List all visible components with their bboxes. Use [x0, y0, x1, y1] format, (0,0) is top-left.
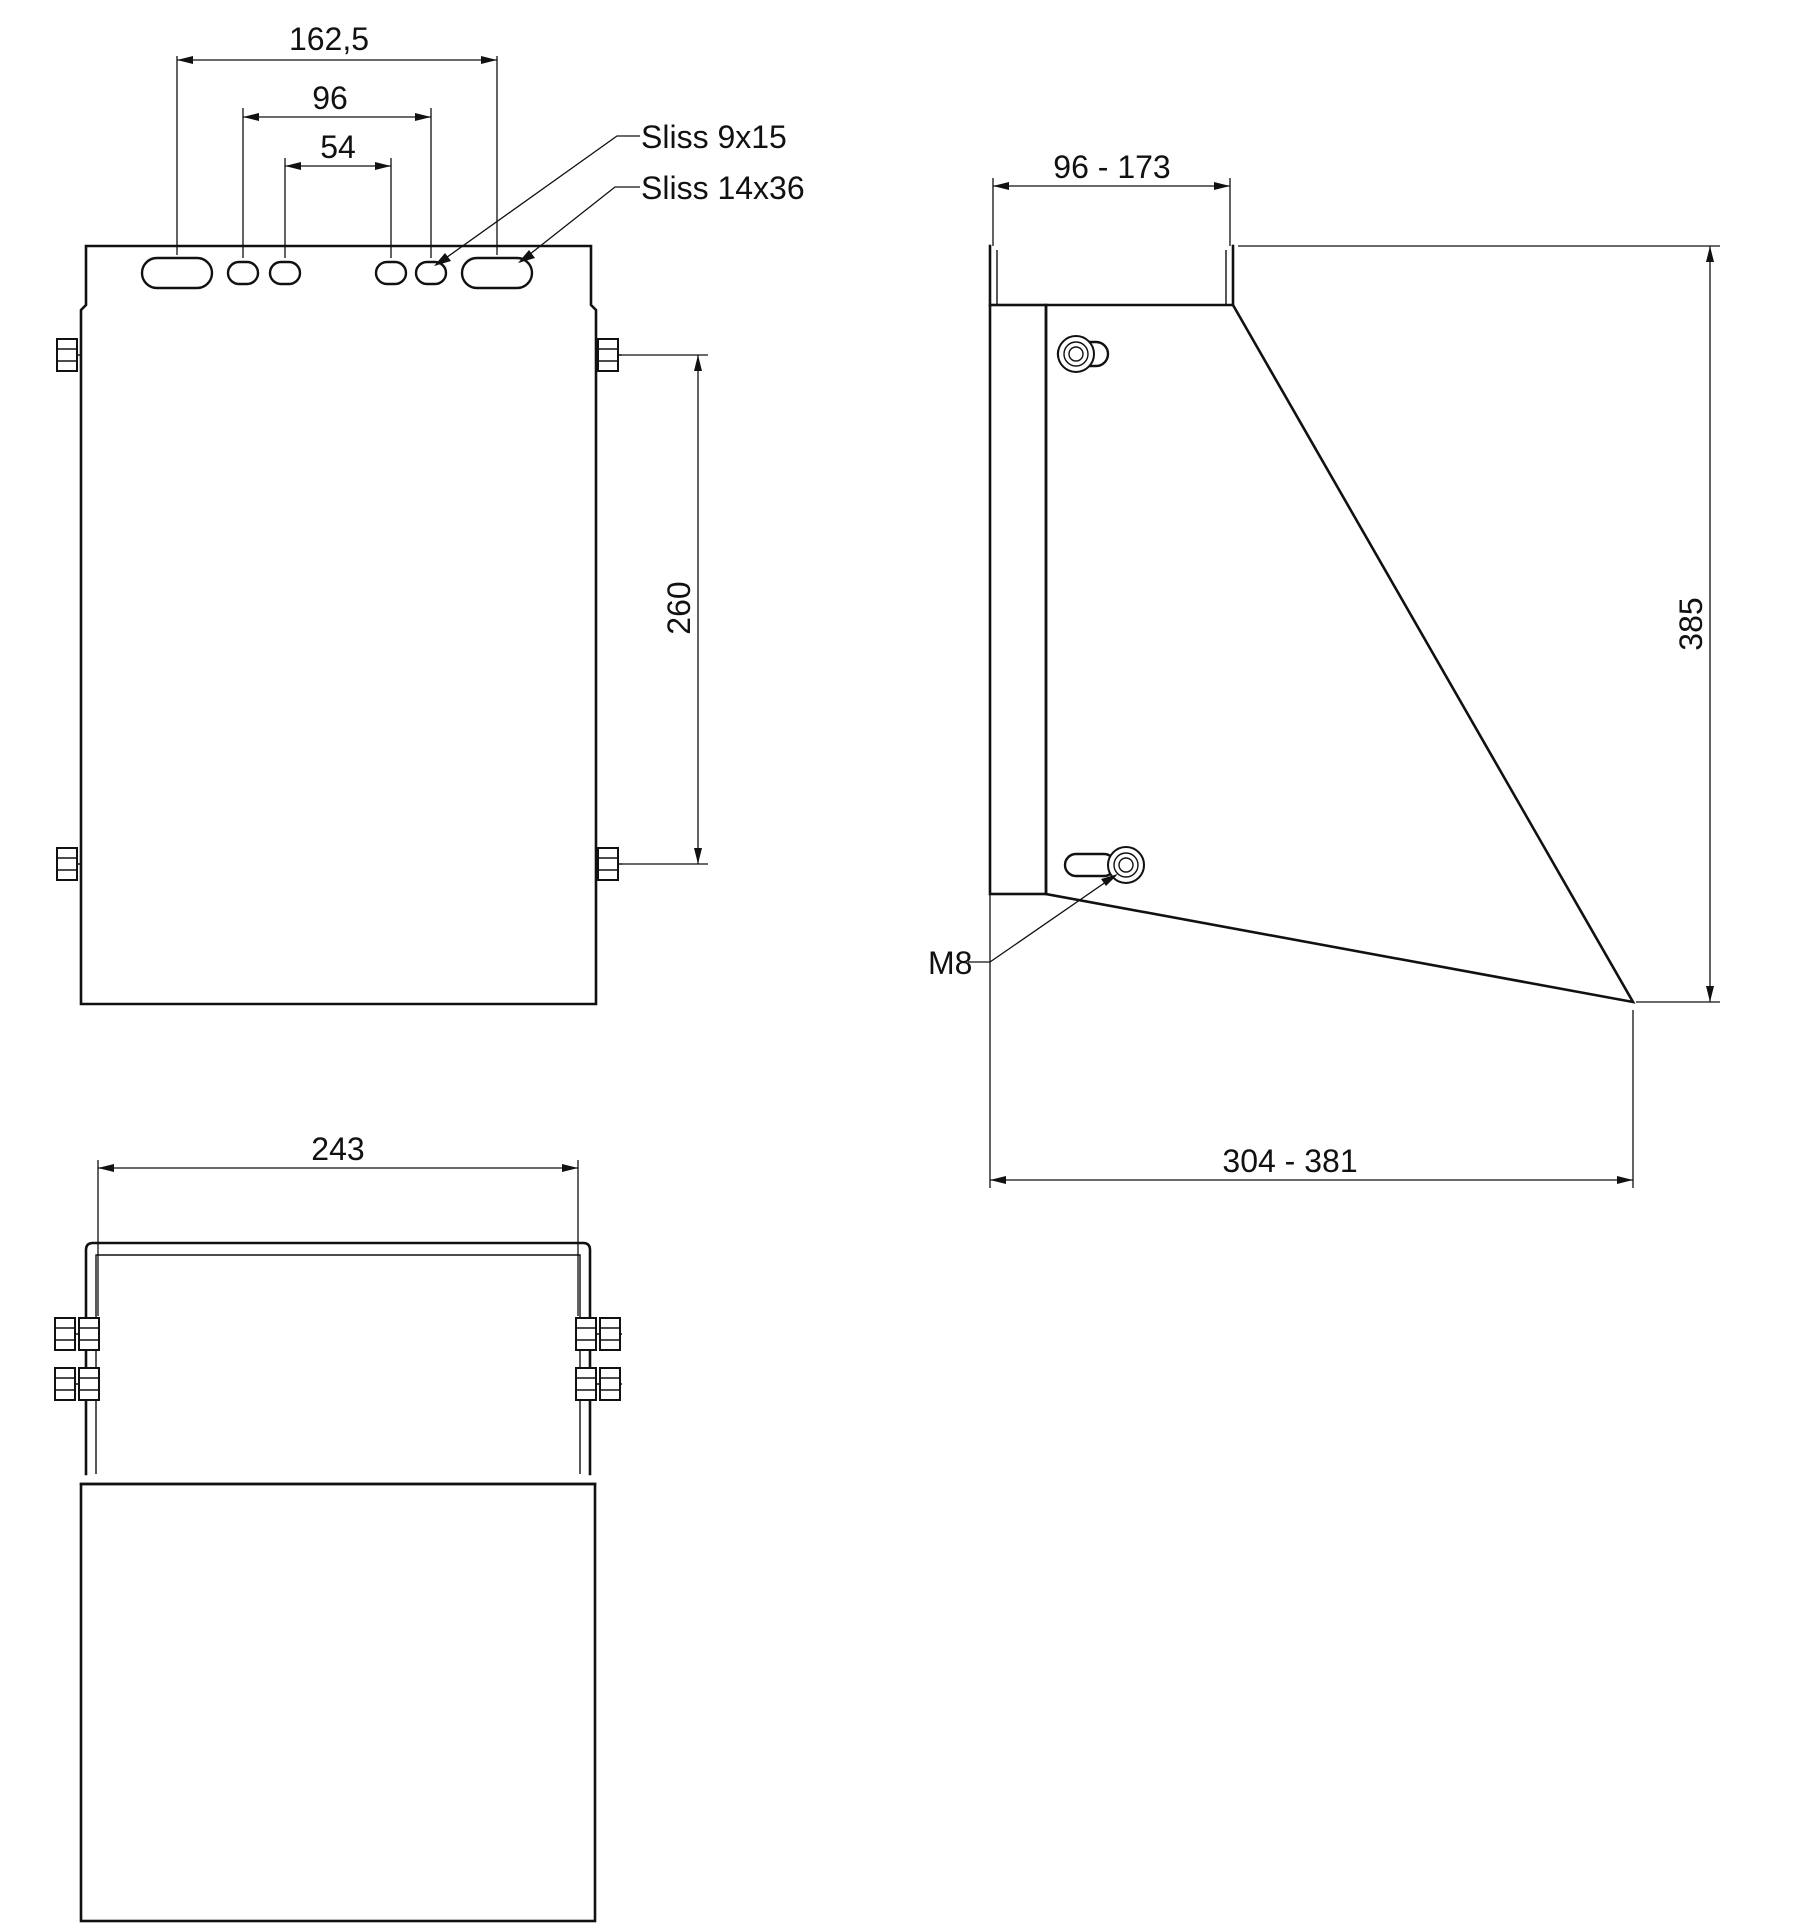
front-view: 162,5 96 54 Sliss 9x15: [56, 21, 805, 1006]
dim-label-96-173: 96 - 173: [1053, 149, 1170, 185]
dimension-304-381: 304 - 381: [989, 894, 1634, 1188]
mounting-plate: [988, 303, 1048, 896]
slot-large-left: [140, 256, 214, 290]
u-channel: [84, 1241, 592, 1476]
dim-label-54: 54: [320, 129, 356, 165]
bolt-icon: [1063, 846, 1145, 884]
bottom-view: 243: [54, 1131, 622, 1923]
slot-small-2: [268, 260, 302, 286]
bolt-icon: [54, 1367, 100, 1401]
slot-small-4: [414, 260, 448, 286]
dim-label-96: 96: [312, 80, 348, 116]
bolt-icon: [1056, 335, 1110, 373]
callout-m8: M8: [928, 874, 1118, 981]
bolt-icon: [54, 1317, 100, 1351]
callout-label-m8: M8: [928, 945, 972, 981]
lower-box: [79, 1482, 597, 1923]
slot-small-1: [226, 260, 260, 286]
bolt-icon: [56, 338, 81, 372]
dimension-162-5: 162,5: [176, 21, 498, 255]
bolt-icon: [56, 847, 81, 881]
slot-large-right: [460, 256, 534, 290]
callout-label-slot-14x36: Sliss 14x36: [641, 170, 805, 206]
dimension-96: 96: [242, 80, 432, 258]
bracket-body: [1044, 303, 1636, 1004]
bolt-icon: [596, 847, 622, 881]
side-view: 96 - 173 385 304 - 381 M8: [928, 149, 1720, 1188]
dimension-243: 243: [97, 1131, 579, 1316]
dimension-385: 385: [1238, 245, 1720, 1003]
dimension-96-173: 96 - 173: [992, 149, 1231, 246]
callout-slot-9x15: Sliss 9x15: [434, 119, 787, 266]
dim-label-260: 260: [661, 581, 697, 634]
dimension-260: 260: [622, 354, 708, 865]
bolt-icon: [596, 338, 622, 372]
bolt-icon: [575, 1367, 622, 1401]
dimension-54: 54: [284, 129, 392, 258]
callout-slot-14x36: Sliss 14x36: [518, 170, 805, 263]
callout-label-slot-9x15: Sliss 9x15: [641, 119, 787, 155]
front-view-outline: [79, 244, 598, 1006]
dim-label-304-381: 304 - 381: [1222, 1143, 1357, 1179]
dim-label-162-5: 162,5: [289, 21, 369, 57]
dim-label-243: 243: [311, 1131, 364, 1167]
dim-label-385: 385: [1673, 597, 1709, 650]
slot-small-3: [374, 260, 408, 286]
bolt-icon: [575, 1317, 622, 1351]
